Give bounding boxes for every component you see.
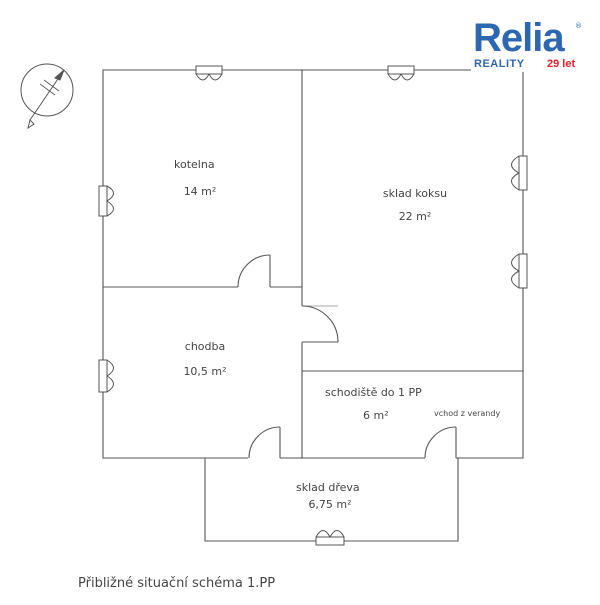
room-schodiste: schodiště do 1 PP 6 m² bbox=[325, 386, 445, 422]
door-vchod-z-verandy bbox=[424, 426, 457, 460]
window-kotelna-left bbox=[98, 185, 114, 217]
room-sklad-dreva: sklad dřeva 6,75 m² bbox=[280, 481, 380, 511]
room-sklad-dreva-area: 6,75 m² bbox=[308, 498, 352, 511]
room-schodiste-area: 6 m² bbox=[363, 409, 389, 422]
door-chodba-sklad-dreva bbox=[248, 426, 281, 460]
room-sklad-koksu-name: sklad koksu bbox=[382, 187, 448, 200]
window-sklad-dreva-bottom bbox=[315, 530, 345, 546]
north-arrow-icon bbox=[20, 63, 74, 130]
room-sklad-koksu-area: 22 m² bbox=[398, 210, 432, 223]
logo-name: Relia bbox=[473, 16, 565, 60]
room-sklad-koksu: sklad koksu 22 m² bbox=[365, 187, 465, 223]
window-kotelna-top bbox=[195, 65, 223, 81]
room-kotelna-area: 14 m² bbox=[183, 185, 217, 198]
logo-sub: REALITY bbox=[474, 58, 525, 70]
window-koksu-right-2 bbox=[511, 253, 528, 289]
door-chodba-koksu bbox=[300, 305, 339, 343]
logo-registered: ® bbox=[575, 22, 582, 30]
door-kotelna-chodba bbox=[237, 254, 271, 289]
room-sklad-dreva-name: sklad dřeva bbox=[296, 481, 360, 494]
window-chodba-left bbox=[98, 359, 114, 393]
room-chodba: chodba 10,5 m² bbox=[165, 340, 245, 378]
relia-logo: Relia ® REALITY 29 let bbox=[471, 14, 587, 72]
room-schodiste-name: schodiště do 1 PP bbox=[325, 386, 422, 399]
room-kotelna-name: kotelna bbox=[174, 158, 215, 171]
plan-caption: Přibližné situační schéma 1.PP bbox=[78, 576, 276, 591]
logo-years: 29 let bbox=[547, 58, 576, 70]
room-chodba-name: chodba bbox=[184, 340, 226, 353]
outer-walls bbox=[102, 69, 524, 542]
room-kotelna: kotelna 14 m² bbox=[160, 158, 240, 198]
room-schodiste-note: vchod z verandy bbox=[434, 409, 501, 418]
window-koksu-right-1 bbox=[511, 155, 528, 191]
room-chodba-area: 10,5 m² bbox=[183, 365, 227, 378]
window-koksu-top bbox=[387, 65, 415, 81]
